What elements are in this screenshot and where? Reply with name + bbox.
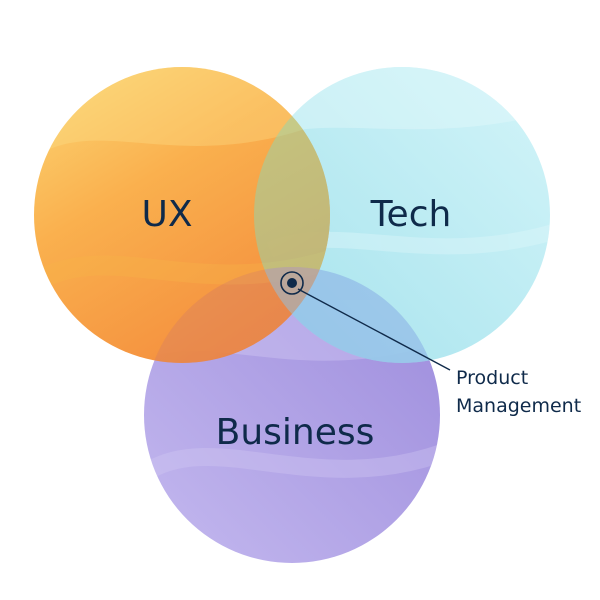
ux-business-overlap — [144, 267, 330, 363]
callout-line-1: Product — [456, 367, 528, 389]
tech-business-overlap — [254, 267, 440, 363]
center-marker — [280, 271, 304, 295]
tech-label: Tech — [370, 194, 452, 235]
business-label: Business — [216, 412, 375, 453]
callout-line-2: Management — [456, 395, 581, 417]
callout-line — [297, 288, 451, 371]
ux-label: UX — [141, 194, 192, 235]
